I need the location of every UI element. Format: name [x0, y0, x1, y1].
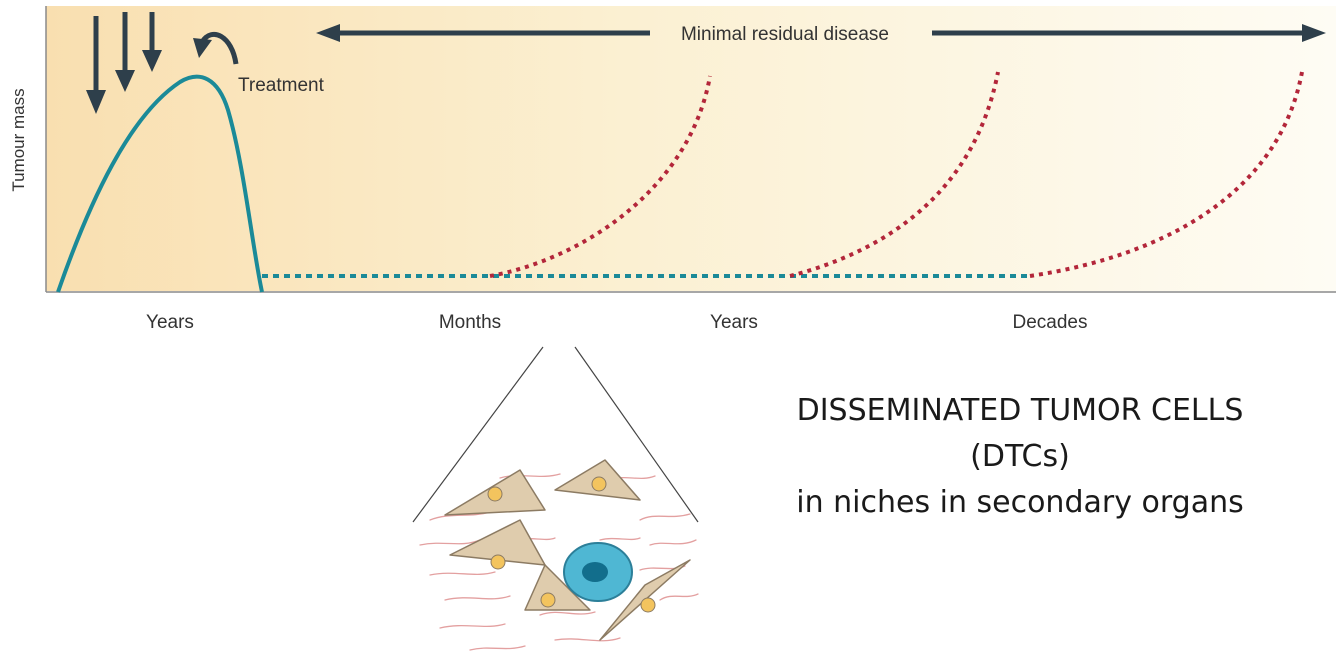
caption-line-3: in niches in secondary organs — [720, 480, 1320, 526]
plot-background — [46, 6, 1336, 291]
y-axis-label: Tumour mass — [9, 88, 28, 191]
caption-line-2: (DTCs) — [720, 434, 1320, 480]
time-label-years-2: Years — [710, 312, 758, 333]
time-label-years-1: Years — [146, 312, 194, 333]
treatment-label: Treatment — [238, 75, 325, 96]
time-label-months: Months — [439, 312, 501, 333]
dtc-niche-illustration — [420, 460, 698, 650]
dtc-caption: DISSEMINATED TUMOR CELLS (DTCs) in niche… — [720, 388, 1320, 526]
time-label-decades: Decades — [1013, 312, 1088, 333]
mrd-label: Minimal residual disease — [681, 24, 889, 45]
caption-line-1: DISSEMINATED TUMOR CELLS — [720, 388, 1320, 434]
